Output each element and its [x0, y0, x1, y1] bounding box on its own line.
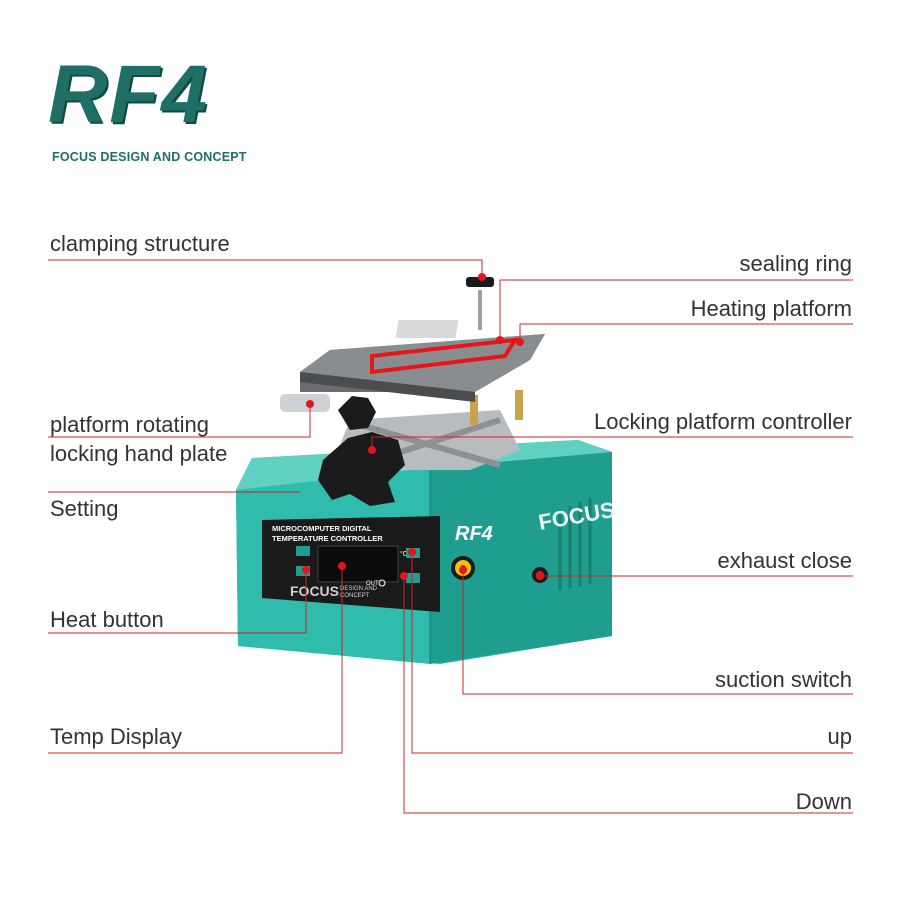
label-setting: Setting	[50, 496, 119, 521]
set-button[interactable]	[296, 546, 310, 556]
panel-brand: RF4	[455, 523, 493, 545]
logo-tagline: FOCUS DESIGN AND CONCEPT	[52, 150, 247, 164]
label-heating-platform: Heating platform	[690, 296, 852, 321]
panel-concept: CONCEPT	[340, 593, 370, 599]
label-locking-platform-controller: Locking platform controller	[593, 409, 852, 434]
label-down: Down	[795, 789, 852, 814]
panel-title-1: MICROCOMPUTER DIGITAL	[272, 524, 372, 533]
callout-lines	[48, 259, 853, 814]
down-button[interactable]	[406, 573, 420, 583]
top-knob[interactable]	[338, 396, 376, 430]
label-temp-display: Temp Display	[50, 724, 183, 749]
label-sealing-ring: sealing ring	[739, 251, 852, 276]
rotating-lock-lever[interactable]	[280, 394, 330, 412]
panel-design: DESIGN AND	[340, 586, 378, 592]
temp-display	[317, 545, 399, 583]
temp-unit: °C	[400, 550, 408, 558]
label-platform-rotating: platform rotating	[50, 412, 209, 437]
label-locking-hand-plate: locking hand plate	[50, 441, 228, 466]
heating-platform	[300, 320, 545, 402]
label-suction-switch: suction switch	[715, 667, 852, 692]
label-exhaust-close: exhaust close	[717, 548, 852, 573]
panel-title-2: TEMPERATURE CONTROLLER	[272, 534, 383, 543]
label-heat-button: Heat button	[50, 607, 164, 632]
callout-markers	[302, 273, 544, 580]
clamping-screw[interactable]	[466, 277, 494, 330]
label-clamping-structure: clamping structure	[50, 231, 230, 256]
logo-text: RF4	[48, 49, 209, 140]
locking-hand-plate[interactable]	[318, 432, 405, 506]
panel-focus: FOCUS	[290, 583, 339, 599]
label-up: up	[827, 724, 852, 749]
out-label: OUT	[366, 581, 379, 587]
brand-logo: RF4 FOCUS DESIGN AND CONCEPT	[48, 50, 258, 170]
